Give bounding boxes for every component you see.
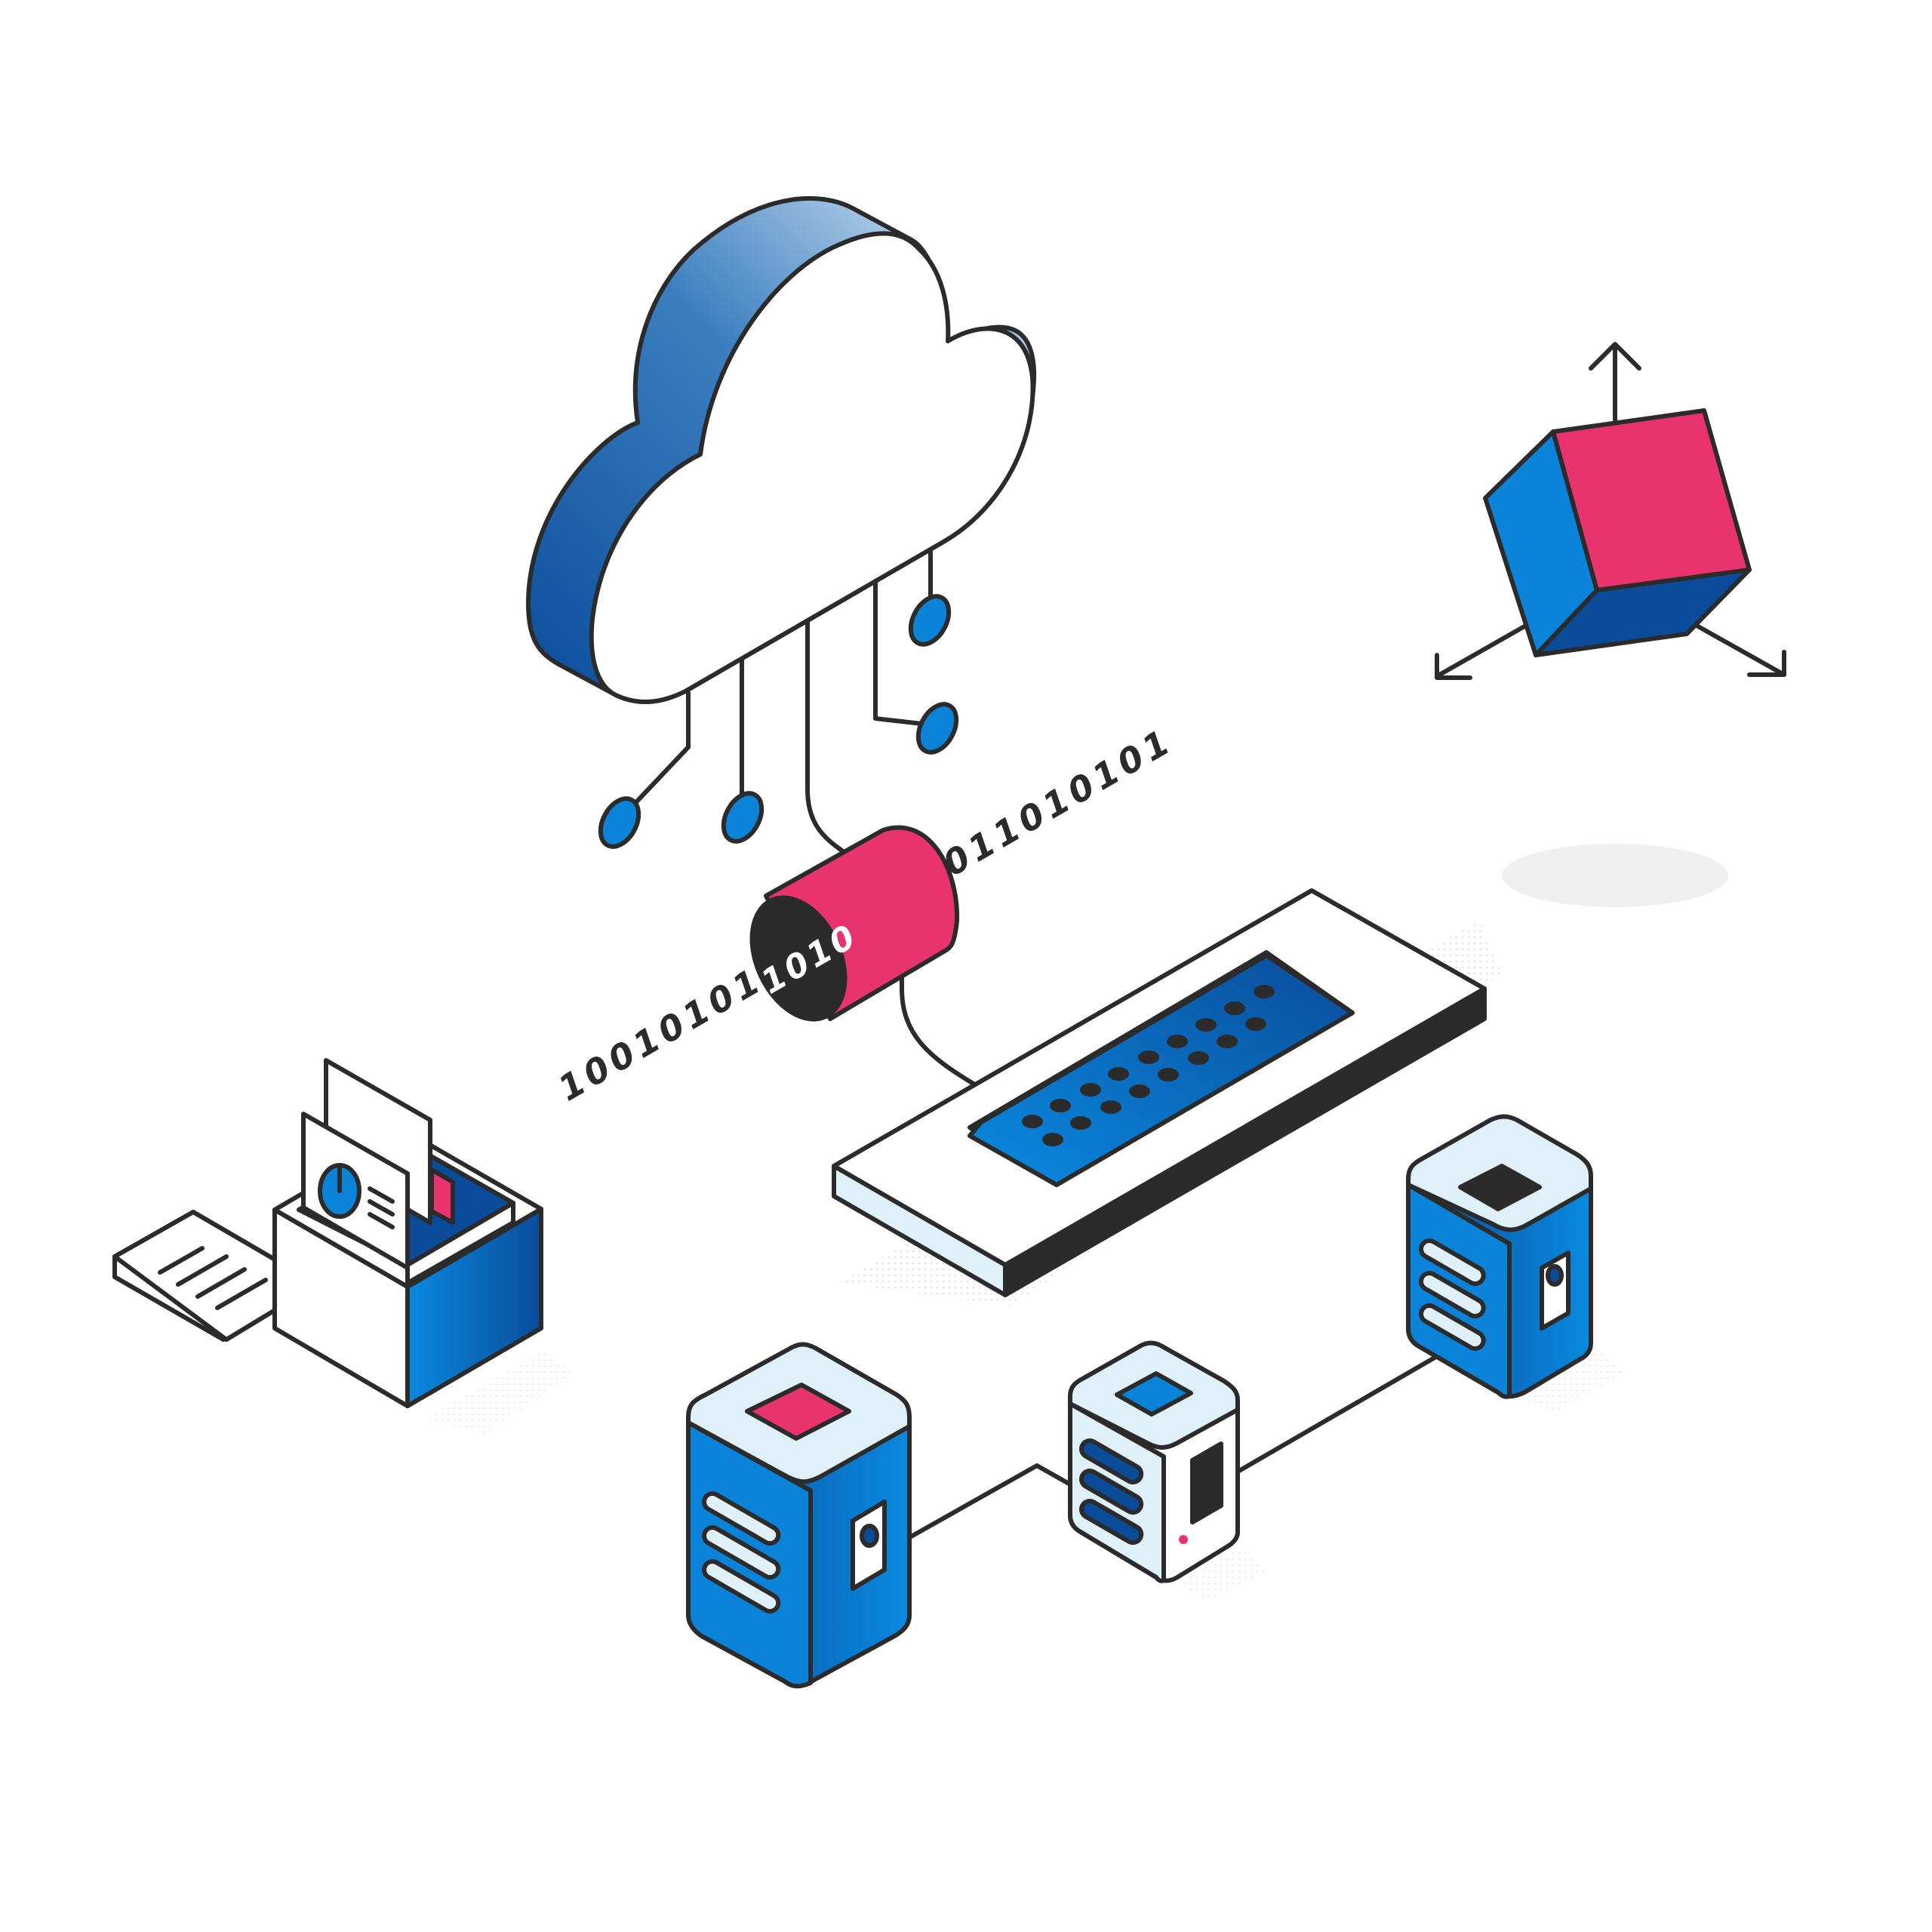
printer-icon: [112, 1058, 543, 1408]
server-link-right: [1235, 1353, 1441, 1474]
svg-text:011010101: 011010101: [937, 720, 1180, 884]
printer-shadow: [423, 1351, 574, 1434]
server-middle-shadow: [1177, 1547, 1268, 1600]
binary-stream-right: 011010101: [937, 720, 1180, 884]
keyboard-keys: [1022, 985, 1275, 1146]
server-right-shadow: [1509, 1343, 1623, 1411]
server-icon-middle: [1068, 1340, 1240, 1583]
cylinder-icon: 1010: [749, 825, 976, 1086]
cube-icon: [1435, 342, 1786, 680]
cube-shadow: [1502, 844, 1728, 907]
server-icon-left: [686, 1342, 912, 1689]
status-led: [1179, 1535, 1188, 1544]
server-link-left: [903, 1463, 1074, 1542]
node-icons: [598, 594, 959, 849]
cloud-icon: [526, 195, 1037, 704]
keyboard-icon: [832, 888, 1487, 1297]
server-icon-right: [1406, 1114, 1593, 1399]
cloud-node-wires: [632, 547, 933, 855]
